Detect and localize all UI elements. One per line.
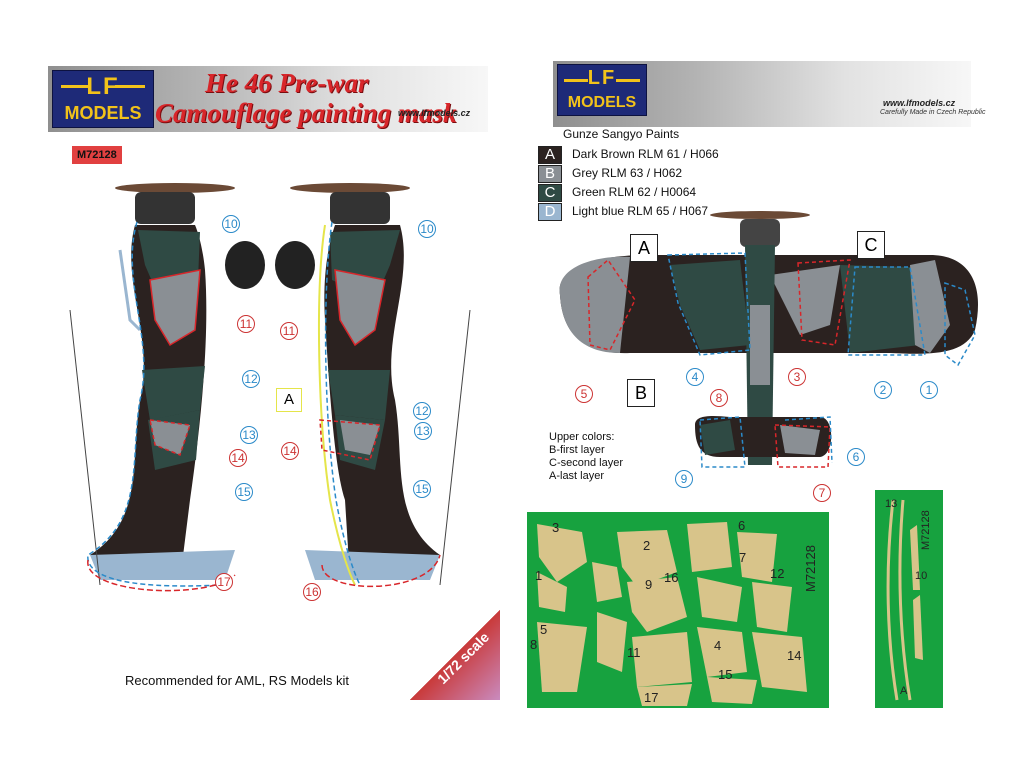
strip-number-10: 10 xyxy=(915,570,928,582)
callout-7: 7 xyxy=(813,484,831,502)
callout-5: 5 xyxy=(575,385,593,403)
callout-11-left: 11 xyxy=(237,315,255,333)
top-view-drawing xyxy=(559,211,978,468)
mask-number-8: 8 xyxy=(530,637,538,652)
recommended-kit-note: Recommended for AML, RS Models kit xyxy=(125,673,349,688)
right-side-aircraft xyxy=(275,183,471,588)
strip-shapes xyxy=(886,499,923,701)
paint-label-c: Green RLM 62 / H0064 xyxy=(572,185,697,199)
mask-number-9: 9 xyxy=(645,577,653,592)
callout-15-right: 15 xyxy=(413,480,431,498)
mask-number-16: 16 xyxy=(664,570,679,585)
callout-9: 9 xyxy=(675,470,693,488)
callout-8: 8 xyxy=(710,389,728,407)
callout-17: 17 xyxy=(215,573,233,591)
paint-key-a: A xyxy=(538,146,562,164)
callout-11-right: 11 xyxy=(280,322,298,340)
lf-models-logo: LF MODELS xyxy=(52,70,154,128)
callout-10-left: 10 xyxy=(222,215,240,233)
mask-number-3: 3 xyxy=(552,520,560,535)
paint-label-b: Grey RLM 63 / H062 xyxy=(572,166,683,180)
callout-16: 16 xyxy=(303,583,321,601)
callout-13-left: 13 xyxy=(240,426,258,444)
product-subtitle: Camouflage painting mask xyxy=(155,98,457,128)
mask-shapes xyxy=(537,522,807,706)
label-c-top: C xyxy=(857,231,885,259)
callout-10-right: 10 xyxy=(418,220,436,238)
paint-key-b: B xyxy=(538,165,562,183)
callout-12-right: 12 xyxy=(413,402,431,420)
mask-number-14: 14 xyxy=(787,648,802,663)
scale-badge: 1/72 scale xyxy=(410,610,500,700)
callout-14-right: 14 xyxy=(281,442,299,460)
lf-models-logo-right: LF MODELS xyxy=(557,64,647,116)
callout-13-right: 13 xyxy=(414,422,432,440)
strip-number-a: A xyxy=(900,685,908,697)
upper-colors-note: Upper colors: B-first layer C-second lay… xyxy=(549,431,623,482)
strip-number-13: 13 xyxy=(885,498,898,510)
label-b-top: B xyxy=(627,379,655,407)
strip-sheet-code: M72128 xyxy=(920,510,932,550)
label-a-top: A xyxy=(630,234,658,262)
strip-sheet: 13 10 A M72128 xyxy=(875,490,943,708)
mask-number-17: 17 xyxy=(644,690,659,705)
mask-number-2: 2 xyxy=(643,538,651,553)
callout-2: 2 xyxy=(874,381,892,399)
mask-number-15: 15 xyxy=(718,667,733,682)
callout-6: 6 xyxy=(847,448,865,466)
mask-number-1: 1 xyxy=(535,568,543,583)
paint-key-d: D xyxy=(538,203,562,221)
paint-key-c: C xyxy=(538,184,562,202)
callout-4: 4 xyxy=(686,368,704,386)
product-code: M72128 xyxy=(72,146,122,164)
mask-number-7: 7 xyxy=(739,550,747,565)
mask-number-11: 11 xyxy=(627,645,641,660)
side-view-drawing xyxy=(69,183,471,592)
paint-label-a: Dark Brown RLM 61 / H066 xyxy=(572,147,719,161)
callout-14-left: 14 xyxy=(229,449,247,467)
tagline: Carefully Made in Czech Republic xyxy=(880,109,986,116)
mask-number-6: 6 xyxy=(738,518,746,533)
left-side-aircraft xyxy=(69,183,265,592)
callout-a-side: A xyxy=(276,388,302,412)
callout-15-left: 15 xyxy=(235,483,253,501)
callout-12-left: 12 xyxy=(242,370,260,388)
product-title: He 46 Pre-war xyxy=(205,68,369,98)
paint-label-d: Light blue RLM 65 / H067 xyxy=(572,204,709,218)
paints-heading: Gunze Sangyo Paints xyxy=(563,127,680,141)
mask-number-4: 4 xyxy=(714,638,722,653)
callout-3: 3 xyxy=(788,368,806,386)
mask-sheet-code: M72128 xyxy=(803,545,818,592)
left-url: www.lfmodels.cz xyxy=(398,108,471,118)
mask-number-5: 5 xyxy=(540,622,548,637)
callout-1: 1 xyxy=(920,381,938,399)
mask-sheet: 3 2 6 7 1 9 16 12 5 8 11 4 14 15 17 M721… xyxy=(527,512,829,708)
right-url: www.lfmodels.cz xyxy=(883,98,956,108)
mask-number-12: 12 xyxy=(770,566,785,581)
